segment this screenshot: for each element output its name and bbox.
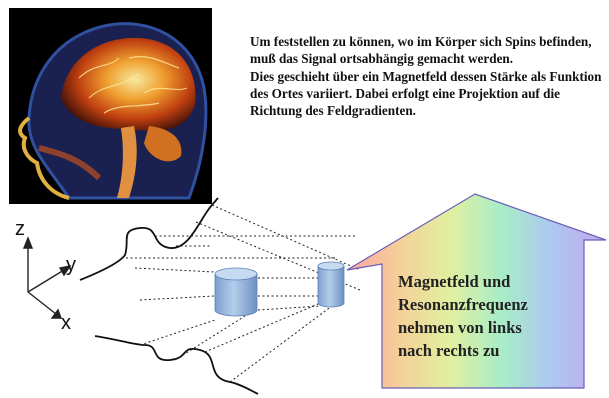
upper-field-line-tail — [211, 197, 219, 206]
coordinate-axes — [22, 236, 72, 319]
lower-field-line — [94, 335, 259, 395]
gradient-arrow — [346, 193, 607, 389]
z-axis-label: z — [15, 218, 25, 240]
mri-head-image — [9, 8, 212, 204]
large-cylinder — [214, 267, 258, 317]
projection-lines — [126, 204, 361, 383]
arrow-caption-line-4: nach rechts zu — [398, 341, 500, 360]
z-axis-arrowhead — [22, 236, 34, 249]
arrow-caption-line-1: Magnetfeld und — [398, 272, 511, 291]
intro-text-block: Um feststellen zu können, wo im Körper s… — [250, 33, 605, 119]
arrow-caption-line-2: Resonanzfrequenz — [398, 295, 528, 314]
intro-paragraph-2: Dies geschieht über ein Magnetfeld desse… — [250, 68, 602, 119]
x-axis-line — [27, 291, 57, 315]
y-axis-line — [27, 269, 65, 293]
x-axis-arrowhead — [50, 308, 63, 319]
intro-paragraph-1: Um feststellen zu können, wo im Körper s… — [250, 34, 592, 67]
y-axis-label: y — [66, 254, 76, 276]
arrow-caption: Magnetfeld und Resonanzfrequenz nehmen v… — [398, 270, 598, 362]
upper-field-line — [79, 204, 213, 281]
arrow-caption-line-3: nehmen von links — [398, 318, 522, 337]
y-axis-arrowhead — [58, 264, 72, 277]
x-axis-label: x — [61, 312, 71, 334]
small-cylinder — [317, 261, 345, 308]
